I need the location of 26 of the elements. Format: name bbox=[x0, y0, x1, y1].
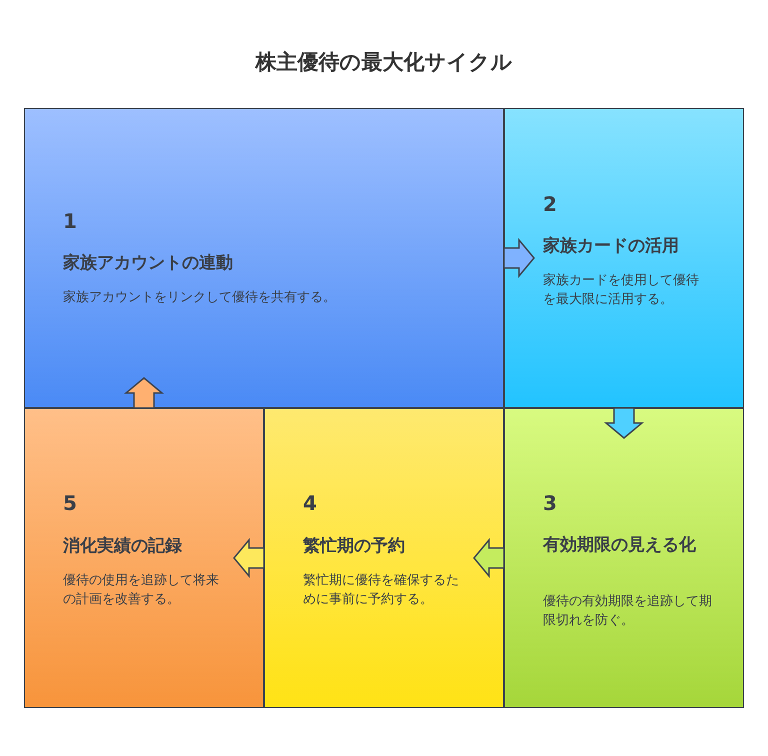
step-number: 5 bbox=[63, 491, 77, 515]
title: 株主優待の最大化サイクル bbox=[254, 49, 514, 76]
step-panel bbox=[24, 108, 504, 408]
step-heading: 消化実績の記録 bbox=[63, 535, 183, 558]
step-panel bbox=[504, 108, 744, 408]
step-heading: 家族カードの活用 bbox=[543, 235, 680, 258]
step-description: 優待の使用を追跡して将来の計画を改善する。 bbox=[63, 572, 220, 609]
step-number: 4 bbox=[303, 491, 317, 515]
step-description: 優待の有効期限を追跡して期限切れを防ぐ。 bbox=[543, 593, 713, 630]
block-arrow bbox=[503, 238, 535, 278]
step-number: 2 bbox=[543, 192, 557, 216]
step-description: 家族カードを使用して優待を最大限に活用する。 bbox=[543, 272, 700, 309]
step-heading: 有効期限の見える化 bbox=[543, 534, 697, 557]
step-panel bbox=[264, 408, 504, 708]
step-number: 3 bbox=[543, 491, 557, 515]
block-arrow bbox=[233, 538, 265, 578]
step-description: 繁忙期に優待を確保するために事前に予約する。 bbox=[303, 572, 460, 609]
block-arrow bbox=[604, 407, 644, 439]
step-panel bbox=[24, 408, 264, 708]
step-number: 1 bbox=[63, 209, 77, 233]
step-panel bbox=[504, 408, 744, 708]
block-arrow bbox=[124, 377, 164, 409]
step-description: 家族アカウントをリンクして優待を共有する。 bbox=[63, 289, 337, 307]
step-heading: 家族アカウントの連動 bbox=[63, 252, 234, 275]
block-arrow bbox=[473, 538, 505, 578]
step-heading: 繁忙期の予約 bbox=[303, 535, 406, 558]
